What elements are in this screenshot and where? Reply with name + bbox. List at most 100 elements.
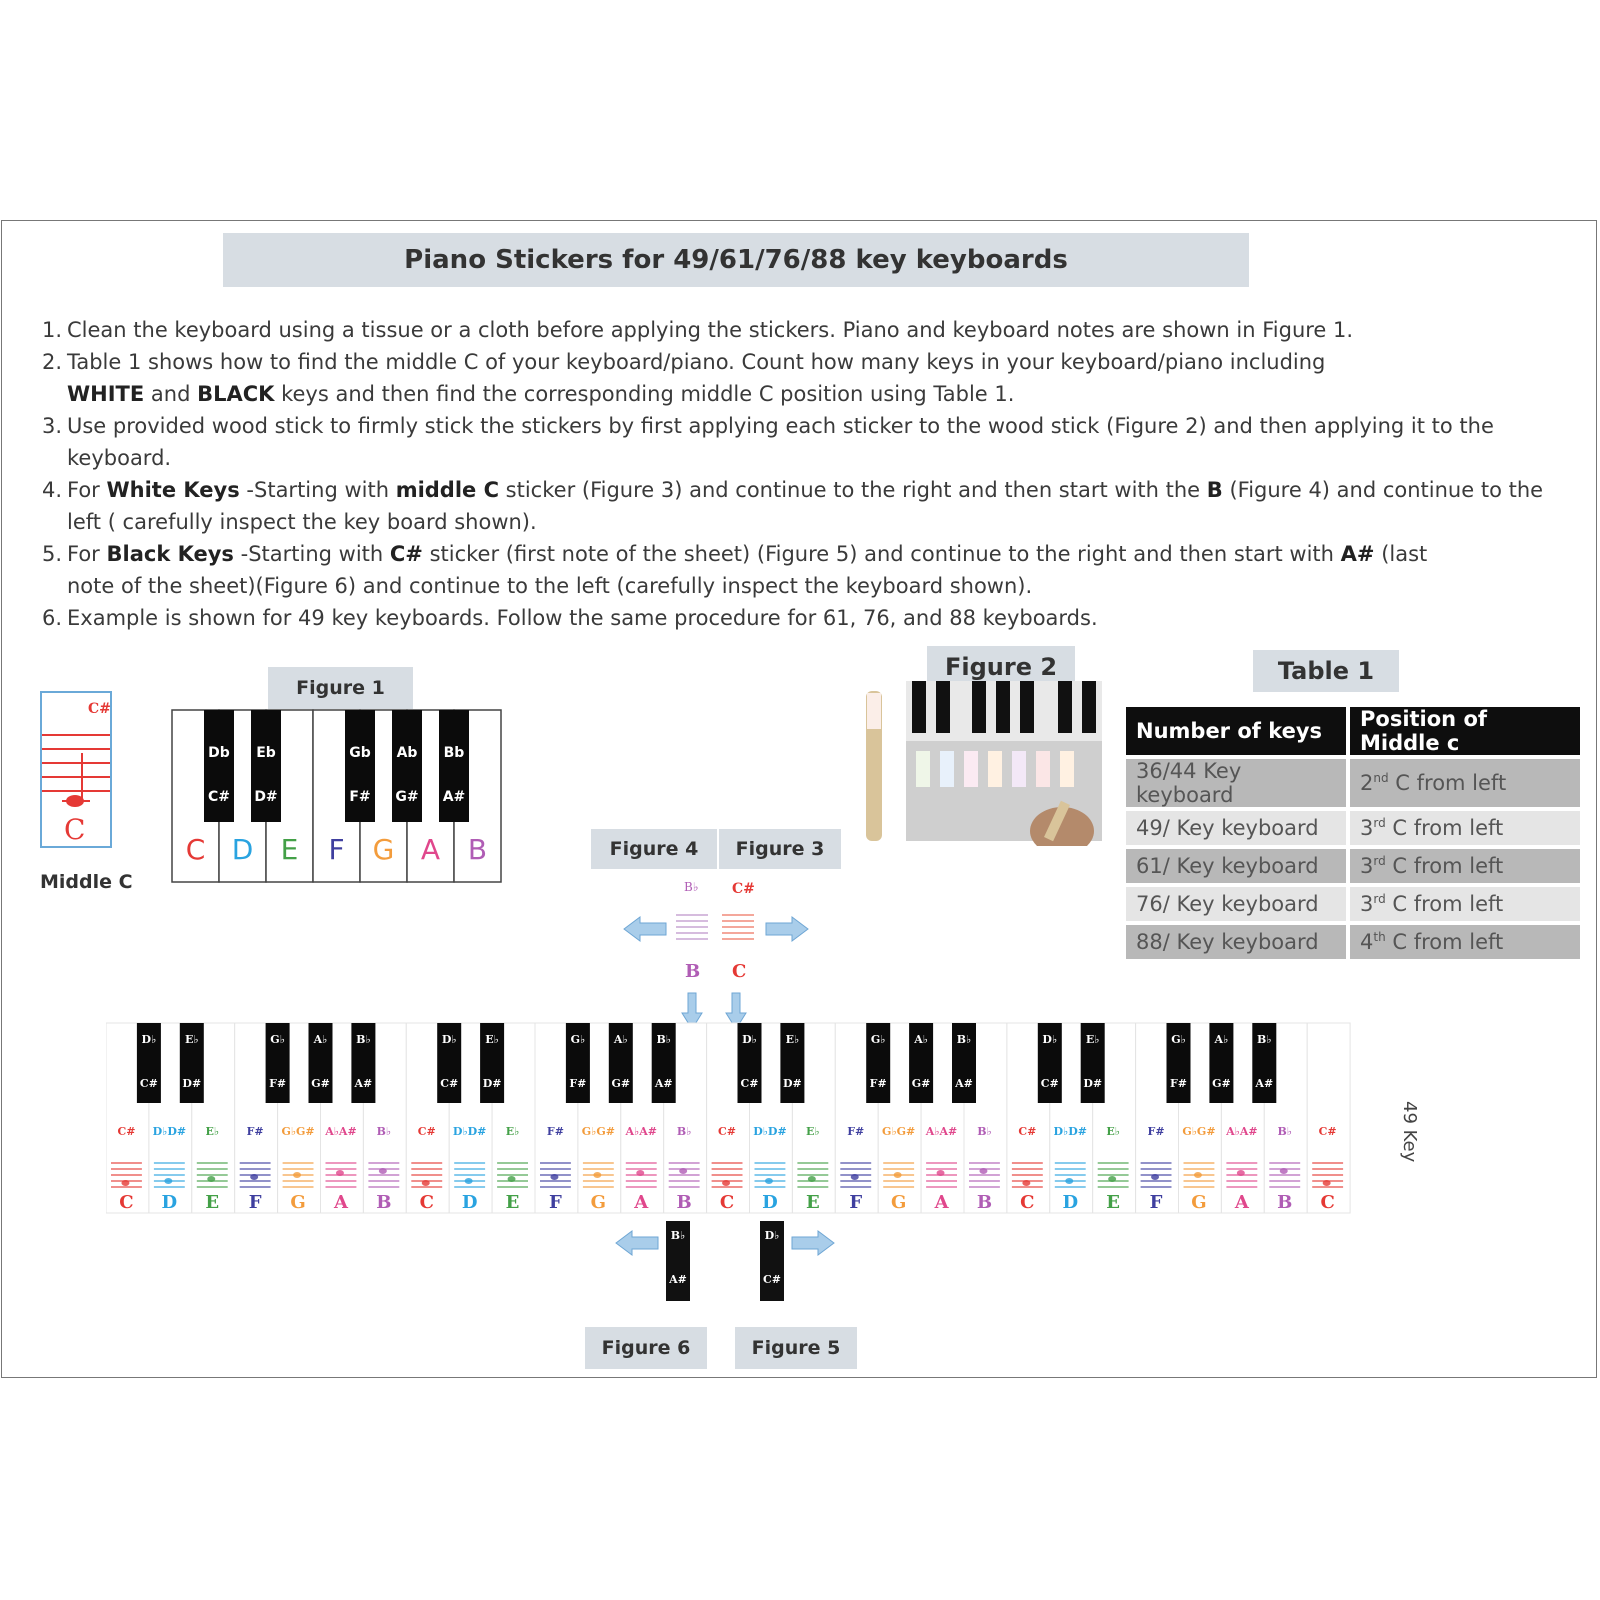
white-key-label: E	[281, 833, 299, 866]
black-key	[136, 1023, 161, 1103]
black-key-sharp-label: F#	[870, 1077, 887, 1090]
white-key-label: C	[420, 1192, 434, 1213]
black-key	[1166, 1023, 1191, 1103]
note-sticker-icon	[1140, 1162, 1172, 1188]
table-row: 61/ Key keyboard 3rd C from left	[1126, 849, 1580, 883]
note-sticker-icon	[368, 1162, 400, 1188]
black-key	[565, 1023, 590, 1103]
black-key	[251, 710, 281, 822]
instruction-2: 2.Table 1 shows how to find the middle C…	[42, 350, 1326, 406]
black-key-flat-label: Gb	[349, 745, 371, 761]
black-key-sharp-label: A#	[954, 1077, 973, 1090]
figure-4-label: Figure 4	[591, 829, 717, 869]
black-key	[1080, 1023, 1105, 1103]
sticker-on-stick-icon	[867, 693, 881, 729]
black-key	[1037, 1023, 1062, 1103]
black-key-flat-label: Bb	[444, 745, 465, 761]
white-key-label: F	[849, 1192, 862, 1213]
svg-text:A#: A#	[668, 1273, 687, 1286]
black-key-flat-label: E♭	[185, 1033, 199, 1046]
note-sticker-icon	[1054, 1162, 1086, 1188]
white-key-label: C	[1320, 1192, 1334, 1213]
middle-c-caption: Middle C	[40, 871, 133, 893]
arrow-right-icon	[791, 1230, 835, 1256]
note-sticker-icon	[1183, 1162, 1215, 1188]
table-row: 36/44 Key keyboard 2nd C from left	[1126, 759, 1580, 807]
figure-5-black-key	[760, 1221, 784, 1301]
black-key-flat-label: A♭	[313, 1033, 328, 1046]
white-key-label: E	[806, 1192, 820, 1213]
sticker-row-label: B♭	[977, 1125, 992, 1138]
black-key-sharp-label: D#	[783, 1077, 802, 1090]
black-key-sharp-label: C#	[440, 1077, 458, 1090]
white-key-label: F	[249, 1192, 262, 1213]
black-key-sharp-label: G#	[912, 1077, 931, 1090]
black-key-sharp-label: C#	[208, 789, 230, 805]
note-sticker-icon	[1097, 1162, 1129, 1188]
svg-text:D♭: D♭	[765, 1229, 780, 1242]
column-header-position: Position of Middle c	[1350, 707, 1580, 755]
sticker-row-label: F#	[547, 1125, 564, 1138]
black-key-flat-label: G♭	[270, 1033, 285, 1046]
arrow-down-icon	[725, 992, 747, 1030]
white-key-label: B	[468, 833, 487, 866]
table-row: 76/ Key keyboard 3rd C from left	[1126, 887, 1580, 921]
black-key-flat-label: E♭	[786, 1033, 800, 1046]
sticker-row-label: G♭G#	[281, 1125, 314, 1138]
sticker-row-label: A♭A#	[1225, 1125, 1257, 1138]
black-key-sharp-label: D#	[483, 1077, 502, 1090]
instruction-list: 1.Clean the keyboard using a tissue or a…	[42, 314, 1572, 634]
black-key-sharp-label: F#	[269, 1077, 286, 1090]
white-key-label: E	[1106, 1192, 1120, 1213]
instruction-1: 1.Clean the keyboard using a tissue or a…	[42, 318, 1354, 342]
black-key-sharp-label: F#	[1170, 1077, 1187, 1090]
black-key-flat-label: E♭	[1086, 1033, 1100, 1046]
black-key-flat-label: A♭	[613, 1033, 628, 1046]
keyboard-size-label: 49 Key	[1399, 1101, 1420, 1163]
instruction-4: 4.For White Keys -Starting with middle C…	[42, 478, 1544, 534]
black-key-flat-label: B♭	[356, 1033, 371, 1046]
sticker-row-label: E♭	[506, 1125, 520, 1138]
c-sharp-mark: C#	[732, 881, 755, 897]
sticker-row-label: A♭A#	[925, 1125, 957, 1138]
sticker-row-label: C#	[418, 1125, 436, 1138]
table-row: 49/ Key keyboard 3rd C from left	[1126, 811, 1580, 845]
svg-text:C#: C#	[763, 1273, 781, 1286]
black-key-sharp-label: A#	[1254, 1077, 1273, 1090]
black-key-sharp-label: F#	[349, 789, 370, 805]
note-sticker-icon	[840, 1162, 872, 1188]
black-key-flat-label: A♭	[913, 1033, 928, 1046]
black-key-flat-label: Ab	[397, 745, 418, 761]
note-sticker-icon	[625, 1162, 657, 1188]
instruction-3: 3.Use provided wood stick to firmly stic…	[42, 414, 1494, 470]
black-key-sharp-label: G#	[395, 789, 418, 805]
arrow-left-icon	[623, 916, 667, 942]
black-key-flat-label: B♭	[957, 1033, 972, 1046]
white-key-label: C	[119, 1192, 133, 1213]
black-key-flat-label: D♭	[1042, 1033, 1057, 1046]
sticker-c-letter: C	[732, 961, 746, 982]
note-sticker-icon	[969, 1162, 1000, 1188]
note-sticker-icon	[582, 1162, 614, 1188]
table-row: 88/ Key keyboard 4th C from left	[1126, 925, 1580, 959]
sticker-row-label: D♭D#	[753, 1125, 786, 1138]
figure-5-6-keys: B♭ A# D♭ C#	[615, 1221, 835, 1301]
white-key-label: G	[290, 1192, 305, 1213]
middle-c-sticker: C# C	[40, 691, 112, 848]
black-key-sharp-label: C#	[1041, 1077, 1059, 1090]
white-key-label: B	[977, 1192, 992, 1213]
sticker-row-label: A♭A#	[625, 1125, 657, 1138]
note-sticker-icon	[668, 1162, 700, 1188]
white-key-label: D	[162, 1192, 178, 1213]
black-key-sharp-label: D#	[182, 1077, 201, 1090]
sticker-row-label: F#	[247, 1125, 264, 1138]
black-key	[952, 1023, 976, 1103]
instruction-6: 6.Example is shown for 49 key keyboards.…	[42, 606, 1098, 630]
table-1-label: Table 1	[1253, 650, 1399, 692]
black-key	[392, 710, 422, 822]
table-header-row: Number of keys Position of Middle c	[1126, 707, 1580, 755]
black-key-flat-label: G♭	[1171, 1033, 1186, 1046]
keyboard-49-key: CC#DD♭D#EE♭FF#GG♭G#AA♭A#BB♭CC#DD♭D#EE♭FF…	[106, 1022, 1351, 1214]
white-key-label: A	[421, 833, 440, 866]
black-key-flat-label: Db	[208, 745, 230, 761]
